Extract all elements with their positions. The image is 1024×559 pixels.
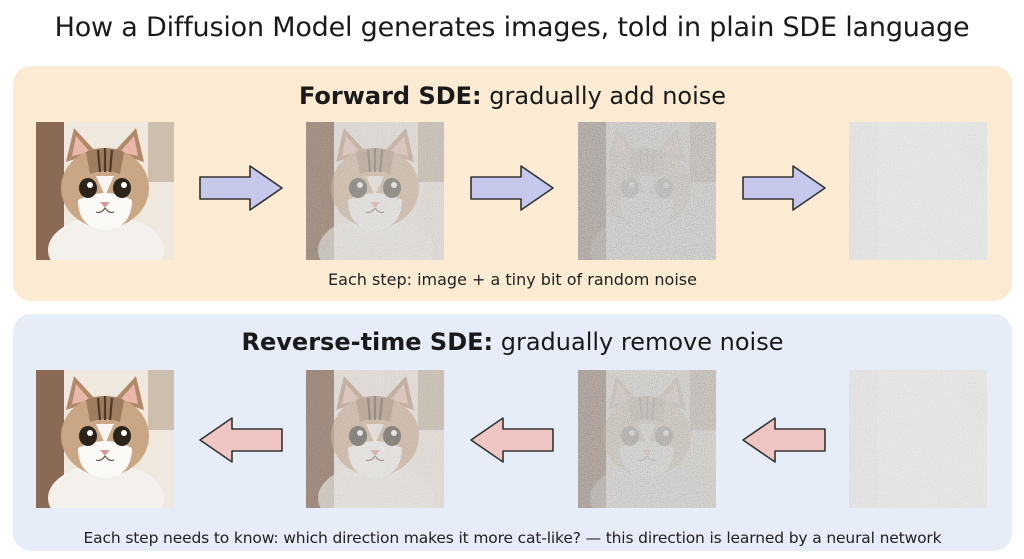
forward-panel-title: Forward SDE: gradually add noise [13,80,1012,112]
reverse-sde-panel: Reverse-time SDE: gradually remove noise [13,314,1012,551]
reverse-arrow-3 [741,416,827,464]
reverse-image-heavy-noise [578,370,716,508]
reverse-title-rest: gradually remove noise [493,328,784,356]
forward-image-clean [36,122,174,260]
reverse-image-clean [36,370,174,508]
reverse-arrow-1 [198,416,284,464]
forward-caption: Each step: image + a tiny bit of random … [328,270,697,289]
forward-image-heavy-noise [578,122,716,260]
forward-arrow-2 [469,164,555,212]
reverse-panel-title: Reverse-time SDE: gradually remove noise [13,326,1012,358]
reverse-image-pure-noise [849,370,987,508]
reverse-title-strong: Reverse-time SDE: [241,328,494,356]
forward-sde-panel: Forward SDE: gradually add noise [13,66,1012,301]
forward-image-slight-noise [306,122,444,260]
forward-arrow-1 [198,164,284,212]
reverse-caption: Each step needs to know: which direction… [83,529,942,547]
reverse-image-slight-noise [306,370,444,508]
forward-title-strong: Forward SDE: [298,82,482,110]
forward-image-pure-noise [849,122,987,260]
forward-title-rest: gradually add noise [481,82,727,110]
forward-arrow-3 [741,164,827,212]
reverse-arrow-2 [469,416,555,464]
main-title: How a Diffusion Model generates images, … [54,12,970,43]
